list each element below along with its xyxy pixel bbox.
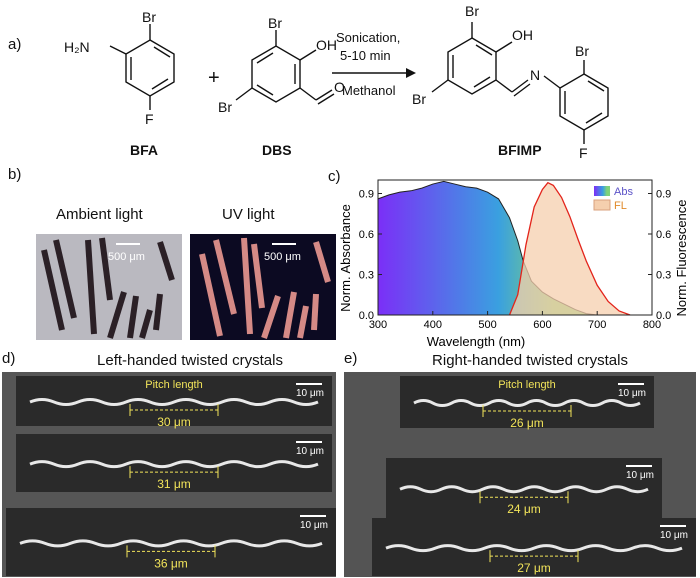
- y-tick-label-left: 0.9: [359, 189, 374, 201]
- twisted-crystal: [29, 460, 319, 469]
- legend-label-fl: FL: [614, 200, 627, 212]
- scale-bar-label: 10 μm: [296, 388, 324, 399]
- uv-light-title: UV light: [222, 206, 275, 223]
- atom-br-5: Br: [412, 91, 426, 107]
- atom-br-3: Br: [218, 99, 232, 115]
- panel-label-a: a): [8, 36, 22, 53]
- twisted-crystal: [19, 539, 323, 548]
- compound-dbs: DBS: [262, 142, 292, 158]
- pitch-value: 30 μm: [157, 415, 191, 429]
- pitch-value: 26 μm: [510, 416, 544, 430]
- x-tick-label: 800: [643, 319, 661, 331]
- plus-sign: +: [208, 67, 220, 89]
- panel-label-e: e): [344, 350, 358, 367]
- twisted-crystal: [399, 485, 649, 494]
- reaction-scheme: Br H₂N F Br OH Br O Br OH Br N Br F + So…: [64, 3, 609, 161]
- panel-label-d: d): [2, 350, 16, 367]
- atom-br-1: Br: [142, 9, 156, 25]
- compound-bfimp: BFIMP: [498, 142, 542, 158]
- atom-nh2: H₂N: [64, 39, 90, 55]
- y-tick-label-right: 0.9: [656, 189, 671, 201]
- pitch-value: 24 μm: [507, 502, 541, 516]
- atom-f-2: F: [579, 145, 588, 161]
- x-tick-label: 500: [478, 319, 496, 331]
- pitch-value: 31 μm: [157, 477, 191, 491]
- fl-series-area: [509, 182, 631, 315]
- uv-light-image: 500 μm: [190, 234, 336, 340]
- atom-oh-1: OH: [316, 37, 337, 53]
- sem-images: 10 μm 30 μm Pitch length 10 μm 31 μm 10 μm 36 …: [2, 372, 696, 577]
- panel-label-c: c): [328, 168, 341, 185]
- left-handed-title: Left-handed twisted crystals: [97, 352, 283, 369]
- panel-label-b: b): [8, 166, 22, 183]
- y-tick-label-right: 0.3: [656, 270, 671, 282]
- x-tick-label: 400: [424, 319, 442, 331]
- pitch-value: 27 μm: [517, 561, 551, 575]
- legend-swatch-fl: [593, 199, 611, 211]
- legend-swatch-abs: [594, 186, 610, 196]
- ambient-light-title: Ambient light: [56, 206, 143, 223]
- atom-n: N: [530, 67, 540, 83]
- scale-bar-label: 10 μm: [300, 520, 328, 531]
- scale-bar-label: 10 μm: [618, 388, 646, 399]
- uv-scale-label: 500 μm: [264, 251, 301, 263]
- legend-label-abs: Abs: [614, 186, 633, 198]
- scale-bar-label: 10 μm: [296, 446, 324, 457]
- y-tick-label-right: 0.0: [656, 310, 671, 322]
- right-handed-title: Right-handed twisted crystals: [432, 352, 628, 369]
- condition-time: 5-10 min: [340, 48, 391, 63]
- x-tick-label: 300: [369, 319, 387, 331]
- atom-f-1: F: [145, 111, 154, 127]
- y-axis-label-right: Norm. Fluorescence: [674, 199, 689, 316]
- twisted-crystal: [29, 398, 319, 406]
- condition-solvent: Methanol: [342, 83, 396, 98]
- atom-br-4: Br: [465, 3, 479, 19]
- y-axis-label-left: Norm. Absorbance: [338, 204, 353, 312]
- scale-bar-label: 10 μm: [626, 470, 654, 481]
- condition-sonication: Sonication,: [336, 30, 400, 45]
- twisted-crystal: [413, 399, 641, 408]
- atom-br-2: Br: [268, 15, 282, 31]
- y-tick-label-left: 0.3: [359, 270, 374, 282]
- y-tick-label-left: 0.0: [359, 310, 374, 322]
- plot-frame: [377, 179, 653, 316]
- y-tick-label-left: 0.6: [359, 229, 374, 241]
- atom-br-6: Br: [575, 43, 589, 59]
- x-axis-label: Wavelength (nm): [427, 334, 526, 349]
- fl-series-line: [508, 181, 631, 316]
- pitch-length-label: Pitch length: [498, 379, 555, 391]
- atom-o: O: [334, 79, 345, 95]
- x-tick-label: 600: [533, 319, 551, 331]
- pitch-length-label: Pitch length: [145, 379, 202, 391]
- compound-bfa: BFA: [130, 142, 158, 158]
- ambient-scale-label: 500 μm: [108, 251, 145, 263]
- scale-bar-label: 10 μm: [660, 530, 688, 541]
- twisted-crystal: [385, 544, 683, 553]
- x-tick-label: 700: [588, 319, 606, 331]
- y-tick-label-right: 0.6: [656, 229, 671, 241]
- pitch-value: 36 μm: [154, 556, 188, 570]
- atom-oh-2: OH: [512, 27, 533, 43]
- ambient-light-image: 500 μm: [36, 234, 182, 340]
